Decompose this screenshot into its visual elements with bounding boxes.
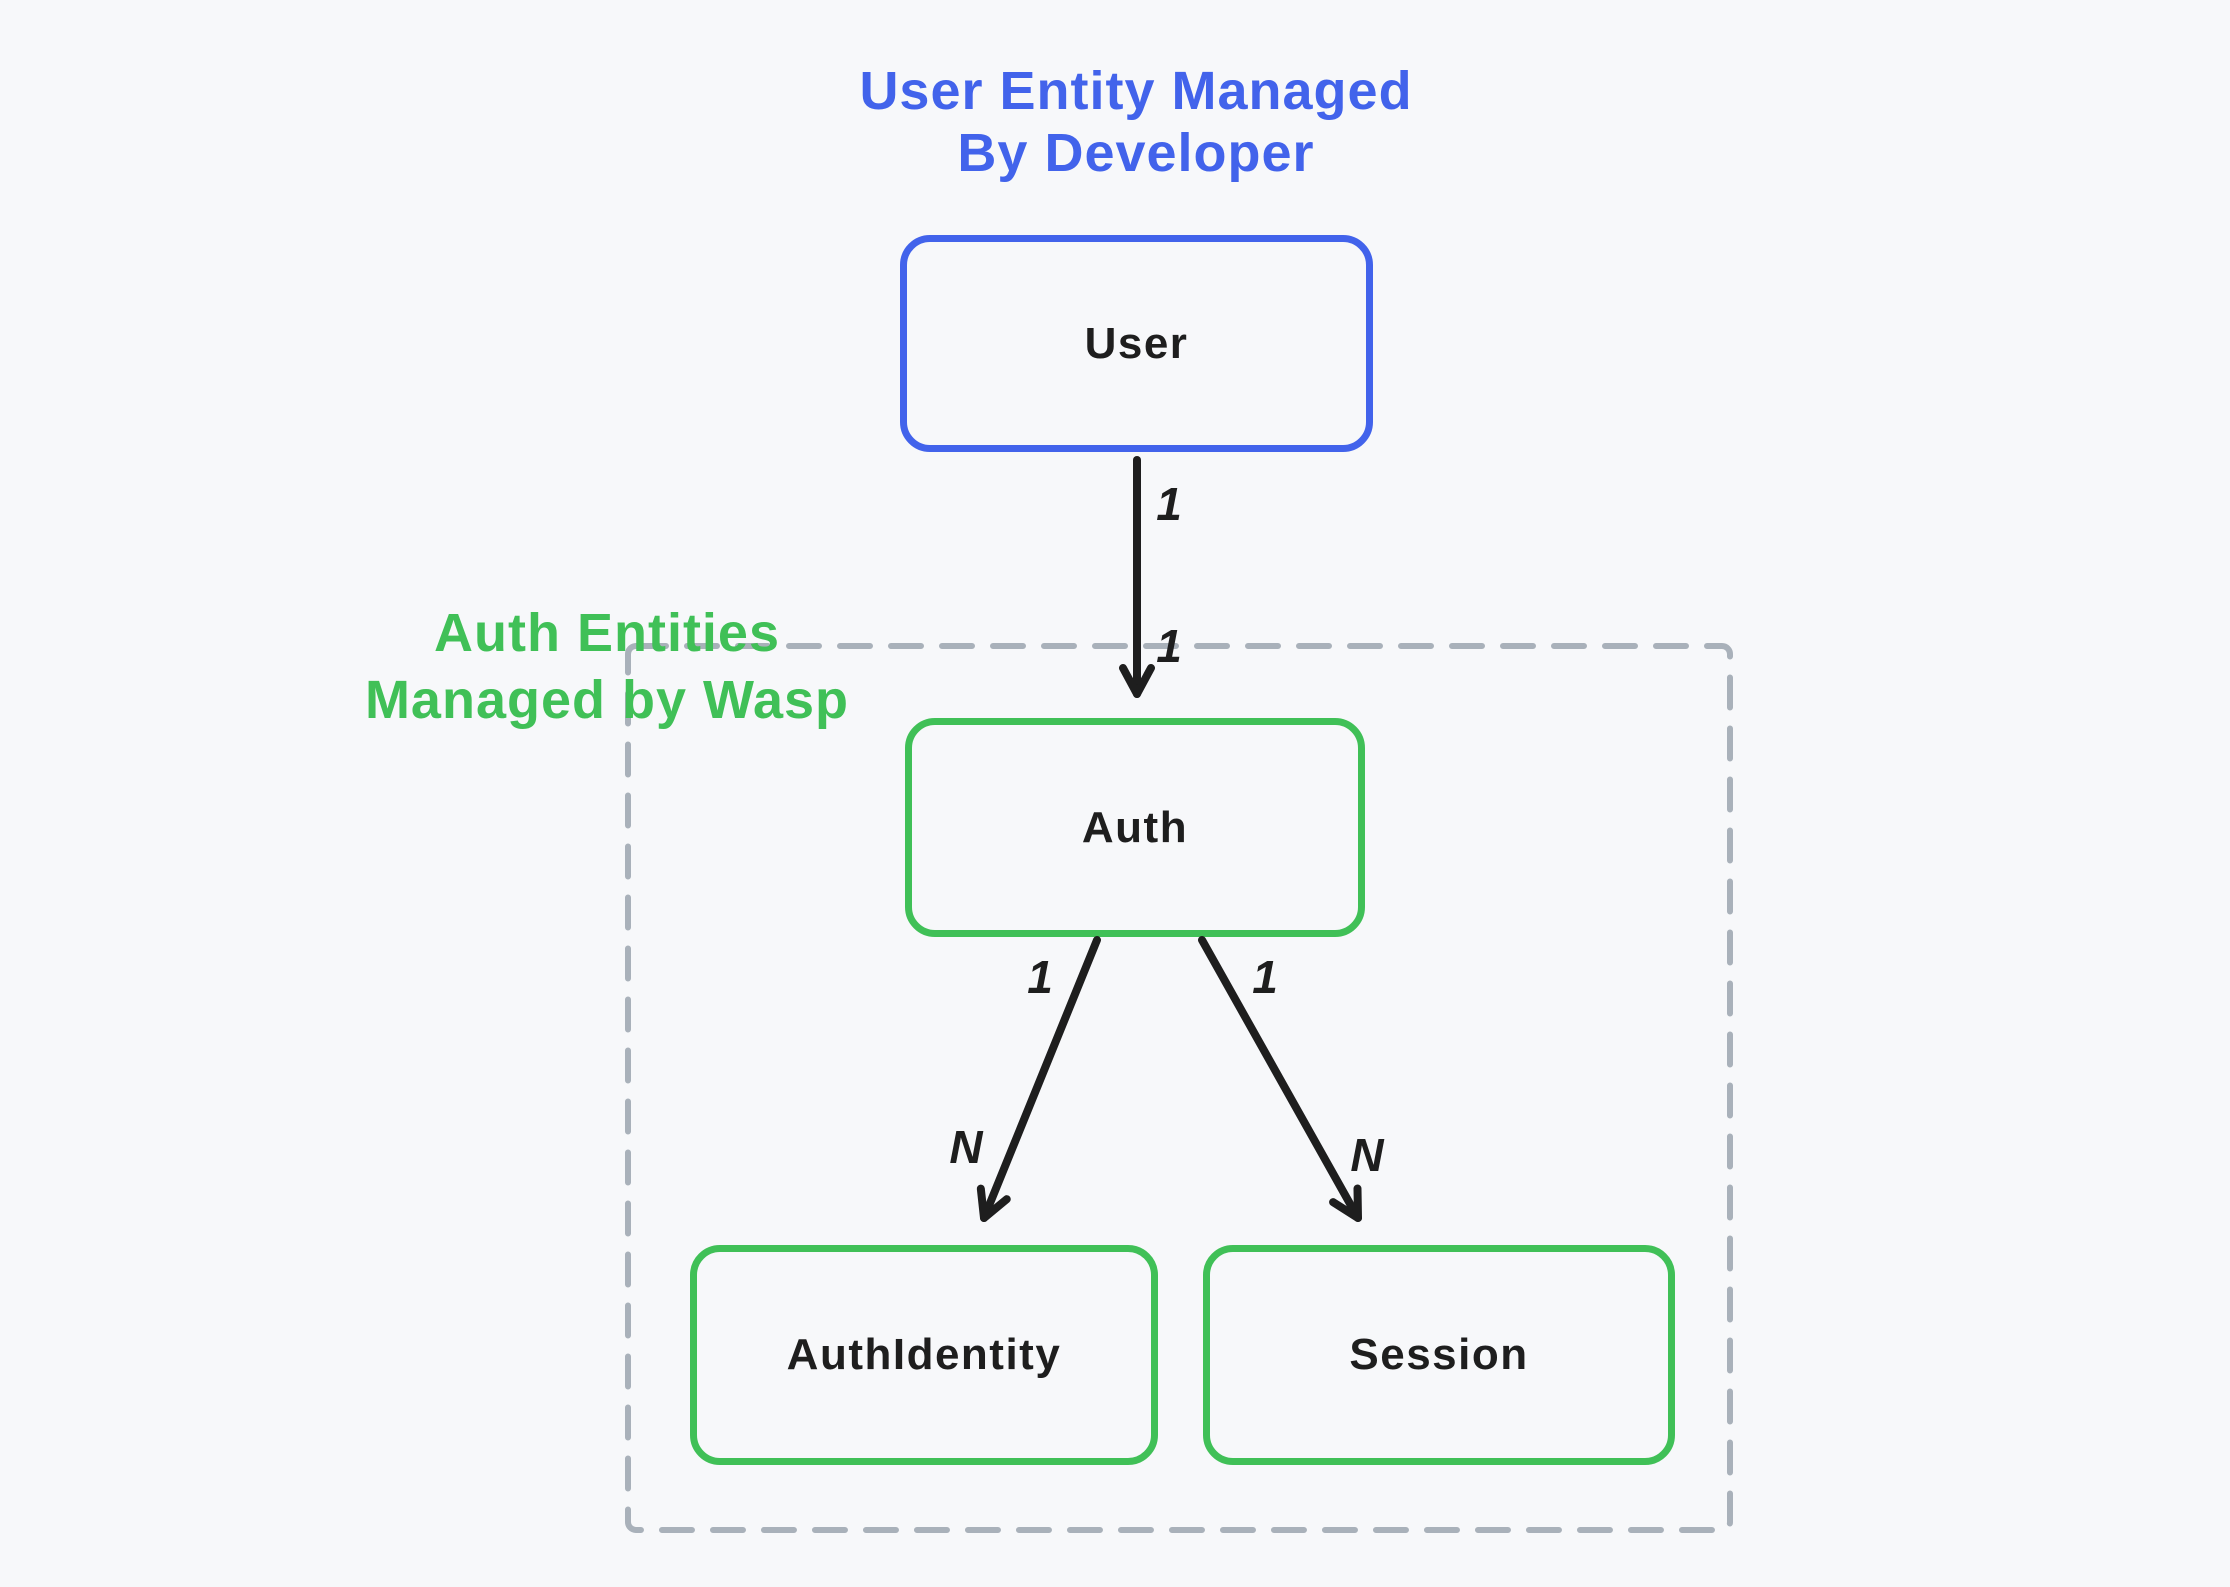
edge-auth-to-session-start-label: 1: [1252, 951, 1278, 1003]
node-auth-identity: AuthIdentity: [690, 1245, 1158, 1465]
node-auth: Auth: [905, 718, 1365, 937]
edge-auth-to-session-end-label: N: [1350, 1129, 1384, 1181]
node-session-label: Session: [1349, 1330, 1529, 1379]
node-auth-label: Auth: [1081, 802, 1189, 852]
node-session: Session: [1203, 1245, 1675, 1465]
node-user: User: [900, 235, 1373, 452]
edge-user-to-auth-start-label: 1: [1156, 478, 1182, 530]
user-entity-annotation: User Entity Managed By Developer: [636, 60, 1636, 184]
edge-auth-to-session: [1198, 936, 1362, 1222]
user-entity-annotation-line2: By Developer: [957, 123, 1315, 183]
auth-group-annotation-line2: Managed by Wasp: [364, 670, 850, 730]
auth-group-annotation: Auth Entities Managed by Wasp: [307, 600, 907, 734]
node-user-label: User: [1084, 318, 1189, 368]
node-auth-identity-label: AuthIdentity: [786, 1330, 1062, 1379]
edge-auth-to-auth-identity-end-label: N: [949, 1121, 983, 1173]
auth-group-annotation-line1: Auth Entities: [434, 603, 780, 663]
edge-auth-to-auth-identity-start-label: 1: [1027, 951, 1053, 1003]
edge-user-to-auth-end-label: 1: [1156, 620, 1182, 672]
user-entity-annotation-line1: User Entity Managed: [859, 61, 1413, 121]
